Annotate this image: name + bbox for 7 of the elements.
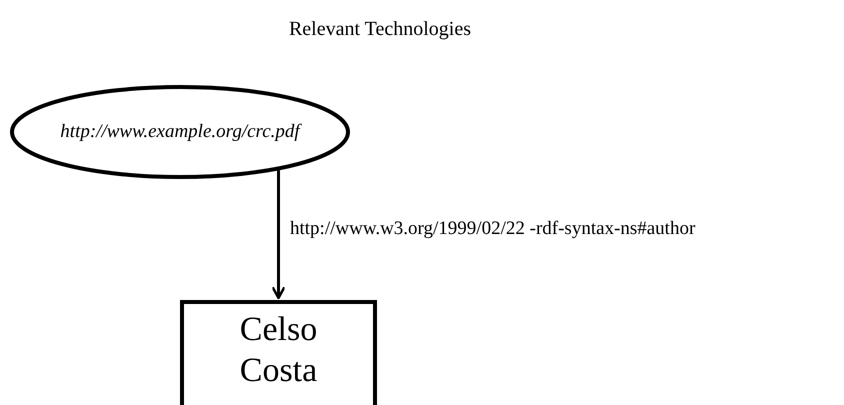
diagram-title: Relevant Technologies — [288, 18, 472, 41]
arrow — [271, 170, 286, 300]
resource-ellipse — [10, 85, 350, 179]
resource-uri: http://www.example.org/crc.pdf — [60, 120, 300, 144]
edge-label: http://www.w3.org/1999/02/22 -rdf-syntax-ns#author — [290, 218, 696, 240]
literal-text: Celso Costa — [238, 310, 318, 391]
literal-box — [180, 300, 377, 405]
